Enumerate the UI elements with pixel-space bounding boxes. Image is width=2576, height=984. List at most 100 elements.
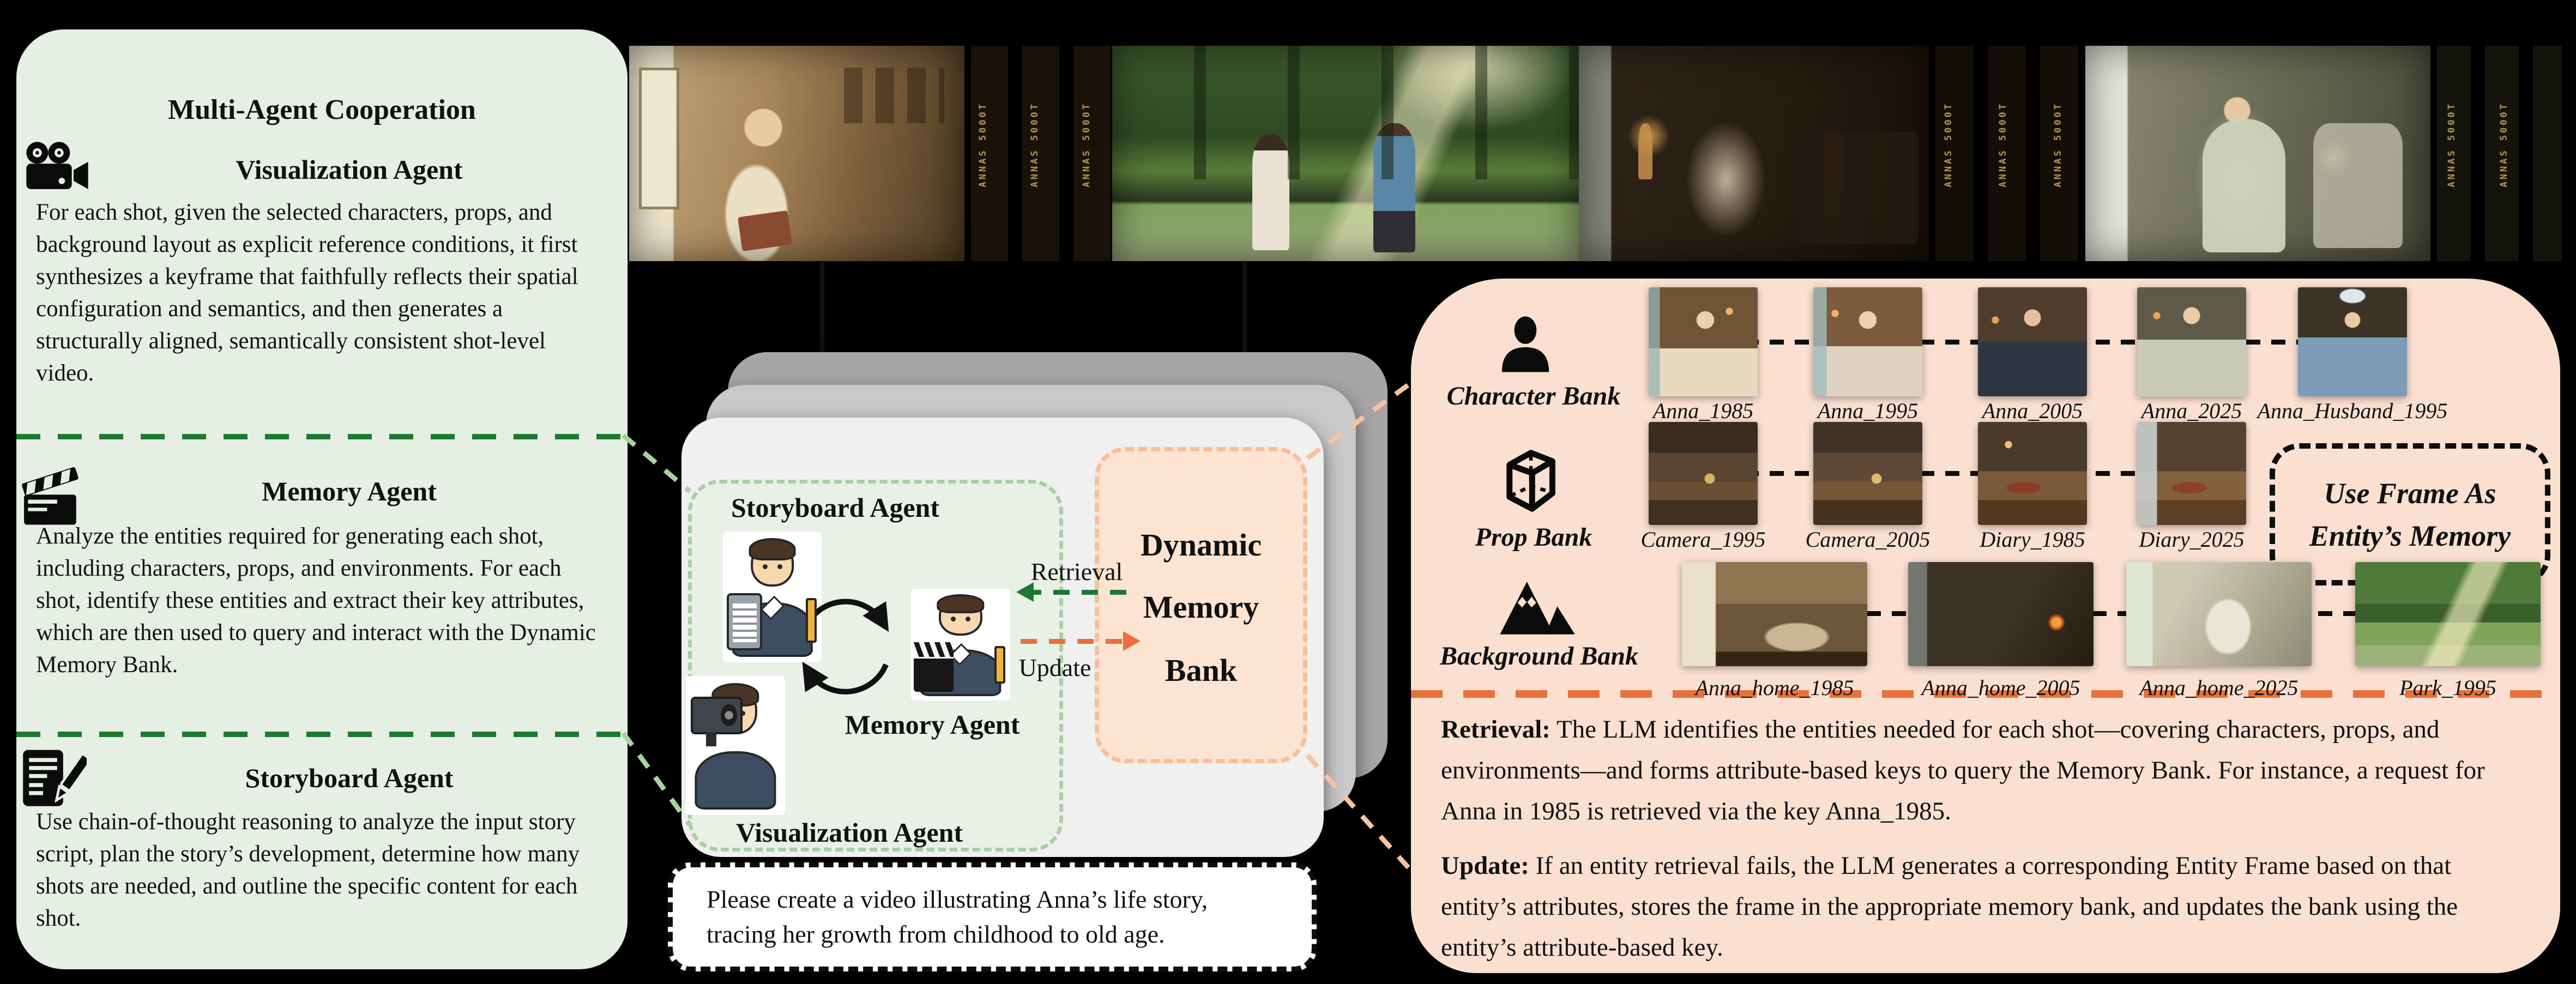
scene-window [639, 67, 680, 210]
retrieval-arrow-label: Retrieval [1030, 558, 1123, 585]
visualization-agent-description: For each shot, given the selected charac… [36, 200, 578, 386]
visualization-agent-heading: Visualization Agent [236, 154, 463, 185]
scene-armchair [2313, 123, 2403, 249]
thumb-label: Anna_Husband_1995 [2257, 399, 2448, 423]
avatar-hair [937, 594, 985, 614]
panel-title: Multi-Agent Cooperation [168, 94, 476, 125]
pencil-icon [994, 645, 1005, 684]
thumb-label: Anna_home_2025 [2139, 675, 2299, 700]
dynamic-memory-bank-panel: Character Bank Anna_1985 Anna_1995 Anna_… [1411, 279, 2560, 973]
user-prompt-text: Please create a video illustrating Anna’… [707, 885, 1208, 948]
movie-camera-icon [22, 136, 90, 198]
memory-bank-word-3: Bank [1165, 653, 1238, 688]
film-marking-text: ANNAS 5000T [1998, 101, 2009, 188]
thumb-anna-home-1985 [1682, 562, 1867, 666]
pencil-icon [806, 598, 817, 643]
avatar-eyes [951, 617, 956, 622]
use-frame-note-line2: Entity’s Memory [2309, 519, 2511, 552]
character-bank-label: Character Bank [1446, 382, 1621, 410]
retrieval-arrowhead [1006, 582, 1034, 602]
storyboard-agent-heading: Storyboard Agent [245, 763, 454, 793]
storyboard-agent-description: Use chain-of-thought reasoning to analyz… [36, 809, 580, 931]
strip-connector-line-left [820, 262, 824, 425]
clipboard-icon [727, 593, 763, 651]
section-divider-1 [16, 434, 628, 439]
thumb-camera-2005 [1813, 422, 1922, 525]
avatar-hair [749, 538, 796, 560]
thumb-diary-2025 [2137, 422, 2246, 525]
use-frame-note-line1: Use Frame As [2324, 476, 2496, 510]
retrieval-lead: Retrieval: [1441, 715, 1551, 744]
film-marking-text: ANNAS 5000T [978, 101, 989, 188]
scene-blanket-figure [2203, 119, 2286, 253]
thumb-diary-1985 [1978, 422, 2087, 525]
avatar-body [695, 751, 776, 810]
dynamic-memory-bank-box: Dynamic Memory Bank [1095, 447, 1307, 763]
background-row-connector [1716, 611, 2480, 616]
film-marking-text: ANNAS 5000T [1942, 101, 1954, 188]
thumb-label: Anna_home_2005 [1921, 675, 2080, 700]
scene-lamp [1638, 123, 1652, 179]
multi-agent-cooperation-panel: Multi-Agent Cooperation Visualization Ag… [16, 29, 628, 969]
film-marking-text: ANNAS 5000T [1081, 101, 1093, 188]
film-separator: ANNAS 5000T ANNAS 5000T ANNAS 5000T [964, 46, 1112, 261]
memory-agent-label: Memory Agent [844, 709, 1020, 740]
mountains-icon [1494, 574, 1581, 638]
thumb-anna-1985 [1649, 287, 1758, 396]
update-arrow [1021, 639, 1124, 644]
panel-divider [1411, 690, 2560, 698]
thumb-label: Diary_1985 [1980, 527, 2085, 552]
thumb-anna-2005 [1978, 287, 2087, 396]
film-marking-text: ANNAS 5000T [1029, 101, 1041, 188]
memory-bank-word-1: Dynamic [1140, 527, 1262, 563]
shot-living-room-camera [1579, 46, 1929, 261]
user-prompt-box: Please create a video illustrating Anna’… [668, 862, 1317, 971]
clapperboard-icon [19, 466, 87, 528]
thumb-anna-home-2005 [1908, 562, 2094, 666]
update-lead: Update: [1441, 852, 1529, 880]
retrieval-body: The LLM identifies the entities needed f… [1441, 715, 2485, 825]
retrieval-paragraph: Retrieval: The LLM identifies the entiti… [1441, 709, 2531, 832]
strip-connector-line-right [1242, 262, 1247, 425]
use-frame-note-box: Use Frame As Entity’s Memory [2270, 443, 2550, 585]
scene-armchair-row [1799, 132, 1919, 244]
update-body: If an entity retrieval fails, the LLM ge… [1441, 852, 2458, 962]
thumb-camera-1995 [1649, 422, 1758, 525]
clapperboard-mini-icon [914, 642, 954, 692]
prop-bank-label: Prop Bank [1475, 523, 1592, 552]
update-arrowhead [1123, 631, 1150, 651]
film-marking-text: ANNAS 5000T [2446, 101, 2457, 188]
thumb-label: Camera_1995 [1640, 527, 1766, 552]
shot-bedroom-journal [629, 46, 964, 261]
background-bank-label: Background Bank [1439, 642, 1639, 671]
film-marking-text: ANNAS 5000T [2052, 101, 2064, 188]
film-marking-text: ANNAS 5000T [2499, 101, 2510, 188]
memory-agent-description: Analyze the entities required for genera… [36, 523, 596, 678]
memory-agent-heading: Memory Agent [262, 476, 437, 506]
thumb-label: Anna_1995 [1817, 399, 1919, 423]
update-paragraph: Update: If an entity retrieval fails, th… [1441, 846, 2531, 968]
cube-icon [1490, 442, 1571, 520]
video-camera-mini-icon [691, 697, 743, 746]
avatar-eyes [762, 564, 768, 569]
shot-armchair-blanket [2085, 46, 2430, 261]
thumb-label: Camera_2005 [1805, 527, 1931, 552]
film-separator: ANNAS 5000T ANNAS 5000T [2430, 46, 2562, 261]
thumb-anna-husband-1995 [2298, 287, 2407, 396]
person-icon [1493, 310, 1558, 382]
storyboard-agent-label: Storyboard Agent [731, 492, 939, 523]
shot-park-photograph [1112, 46, 1579, 261]
thumb-label: Anna_1985 [1652, 399, 1754, 423]
update-arrow-label: Update [1018, 654, 1091, 681]
thumb-park-1995 [2355, 562, 2541, 666]
visualization-agent-label: Visualization Agent [735, 817, 963, 848]
thumb-anna-1995 [1813, 287, 1922, 396]
thumb-anna-home-2025 [2126, 562, 2312, 666]
scene-journal [737, 210, 793, 252]
film-separator: ANNAS 5000T ANNAS 5000T ANNAS 5000T [1929, 46, 2085, 261]
generated-video-filmstrip: ANNAS 5000T ANNAS 5000T ANNAS 5000T ANNA… [629, 46, 2562, 261]
thumb-label: Anna_2005 [1982, 399, 2083, 423]
retrieval-arrow [1025, 590, 1129, 595]
thumb-label: Diary_2025 [2139, 527, 2245, 552]
